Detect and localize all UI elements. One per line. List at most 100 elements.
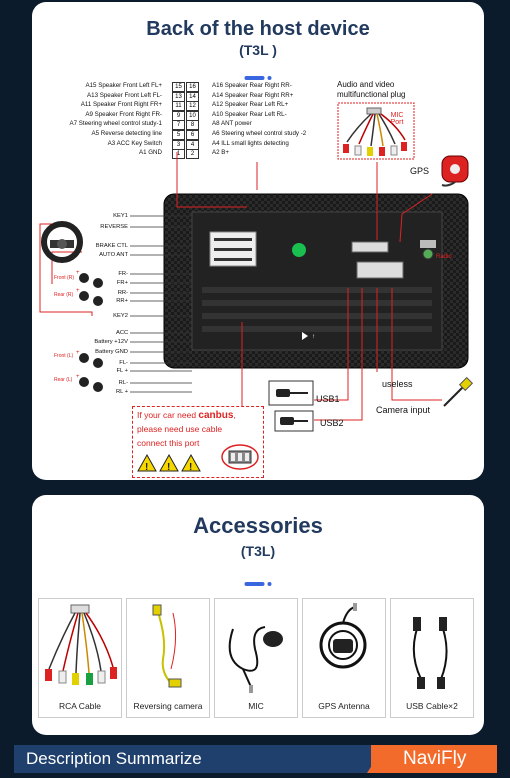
av-plug-label: Audio and video multifunctional plug	[337, 80, 406, 99]
usb1-label: USB1	[316, 394, 340, 404]
svg-text:!: !	[189, 462, 192, 473]
pin-number-right: 12	[186, 101, 199, 112]
svg-text:+: +	[76, 374, 80, 380]
pin-number-right: 4	[186, 139, 199, 150]
brand-name: NaviFly	[403, 748, 467, 769]
rear-l-label: Rear (L)	[54, 377, 73, 383]
wire-label: FL-	[119, 360, 128, 366]
pin-number-left: 5	[172, 130, 185, 140]
wire-label: Battery GND	[95, 349, 128, 355]
speaker-icons: + + + +	[76, 270, 103, 392]
pin-label-left: A11 Speaker Front Right FR+	[80, 101, 162, 109]
pin-label-left: A9 Speaker Front Right FR-	[85, 110, 162, 118]
av-plug-icon	[337, 102, 415, 160]
pin-number-left: 9	[172, 110, 185, 121]
warning-icons: !!!	[137, 453, 201, 473]
useless-label: useless	[382, 379, 413, 389]
connector-lines	[39, 152, 442, 421]
wire-label: FR+	[116, 280, 128, 286]
reversing-camera-cable-icon	[152, 604, 182, 688]
pager-indicator	[244, 69, 272, 80]
pin-label-left: A1 GND	[138, 149, 162, 157]
pin-label-right: A6 Steering wheel control study -2	[212, 130, 307, 137]
pin-number-right: 8	[186, 120, 199, 131]
gps-antenna-icon	[319, 603, 367, 669]
pin-label-right: A16 Speaker Rear Right RR-	[212, 82, 292, 89]
pin-label-right: A8 ANT power	[212, 120, 252, 128]
svg-text:+: +	[76, 350, 80, 356]
front-r-label: Front (R)	[54, 275, 74, 281]
footer-description-title: Description Summarize	[26, 749, 202, 768]
pin-label-left: A15 Speaker Front Left FL+	[85, 82, 162, 89]
wire-label: RL +	[116, 389, 129, 395]
radio-label: Radio	[436, 254, 452, 260]
pin-number-left: 7	[172, 120, 185, 131]
mic-port-label: MIC Port	[390, 112, 404, 126]
svg-text:↑: ↑	[312, 334, 315, 340]
accessory-label: USB Cable×2	[406, 701, 458, 711]
pin-label-left: A5 Reverse detecting line	[91, 130, 162, 137]
accessory-label: RCA Cable	[58, 701, 102, 711]
accessory-label: MIC	[248, 701, 264, 711]
wire-label: Battery +12V	[94, 339, 128, 345]
pin-label-left: A3 ACC Key Switch	[107, 139, 162, 147]
canbus-note-line1b: canbus	[198, 410, 234, 421]
pin-label-left: A7 Steering wheel control study-1	[69, 120, 162, 128]
wire-label: KEY1	[113, 213, 128, 219]
pin-number-left: 15	[172, 82, 185, 92]
wire-label: ACC	[116, 330, 129, 336]
accessory-rca-cable: RCA Cable	[38, 598, 122, 718]
microphone-icon	[228, 626, 283, 693]
host-back-model: (T3L )	[239, 42, 277, 58]
accessories-pager	[244, 575, 272, 586]
accessories-title: Accessories	[193, 513, 323, 538]
canbus-note-line1a: If your car need	[137, 410, 199, 420]
camera-input-label: Camera input	[376, 405, 431, 415]
svg-text:+: +	[76, 270, 80, 276]
host-back-card: Back of the host device (T3L ) A15 Speak…	[32, 2, 484, 480]
wire-label: RR+	[116, 298, 128, 304]
canbus-note-line1c: ,	[233, 410, 236, 420]
usb2-icon	[274, 410, 314, 432]
pin-number-left: 11	[172, 101, 185, 112]
gps-antenna-icon	[441, 155, 469, 187]
pin-label-right: A12 Speaker Rear Left RL+	[212, 101, 289, 109]
accessories-model: (T3L)	[240, 543, 276, 559]
canbus-note-line3: connect this port	[137, 438, 200, 448]
usb-cable-icon	[412, 617, 448, 689]
pin-number-right: 14	[186, 91, 199, 102]
canbus-note: If your car need canbus, please need use…	[132, 406, 264, 478]
svg-text:!: !	[145, 462, 148, 473]
wire-label: RR-	[117, 290, 128, 296]
wire-label: FL +	[116, 368, 128, 374]
pin-number-right: 2	[186, 149, 199, 160]
wire-label: BRAKE CTL	[95, 243, 128, 249]
wire-label: RL-	[118, 380, 128, 386]
canbus-note-line2: please need use cable	[137, 424, 223, 434]
pin-number-right: 6	[186, 130, 199, 140]
pin-label-left: A13 Speaker Front Left FL-	[87, 91, 162, 99]
rca-cable-icon	[45, 604, 117, 685]
brand-badge: NaviFly	[371, 745, 497, 773]
pin-label-right: A2 B+	[212, 149, 230, 157]
pin-number-left: 1	[172, 149, 185, 160]
pin-number-right: 16	[186, 82, 199, 92]
accessory-mic: MIC	[214, 598, 298, 718]
gps-label: GPS	[410, 166, 430, 176]
accessory-reversing-camera: Reversing camera	[126, 598, 210, 718]
footer-bar: Description Summarize NaviFly	[14, 745, 497, 773]
pin-label-right: A14 Speaker Rear Right RR+	[212, 91, 294, 99]
wire-label: AUTO ANT	[99, 252, 128, 258]
pin-number-left: 3	[172, 139, 185, 150]
wire-label: REVERSE	[100, 224, 128, 230]
steering-wheel-icon	[41, 221, 83, 263]
wire-label: KEY2	[113, 313, 128, 319]
pin-label-right: A4 ILL small lights detecting	[212, 139, 289, 147]
rear-r-label: Rear (R)	[54, 292, 74, 298]
usb2-label: USB2	[320, 418, 344, 428]
svg-text:+: +	[76, 288, 80, 294]
front-l-label: Front (L)	[54, 353, 74, 359]
pin-number-left: 13	[172, 91, 185, 102]
accessory-gps-antenna: GPS Antenna	[302, 598, 386, 718]
